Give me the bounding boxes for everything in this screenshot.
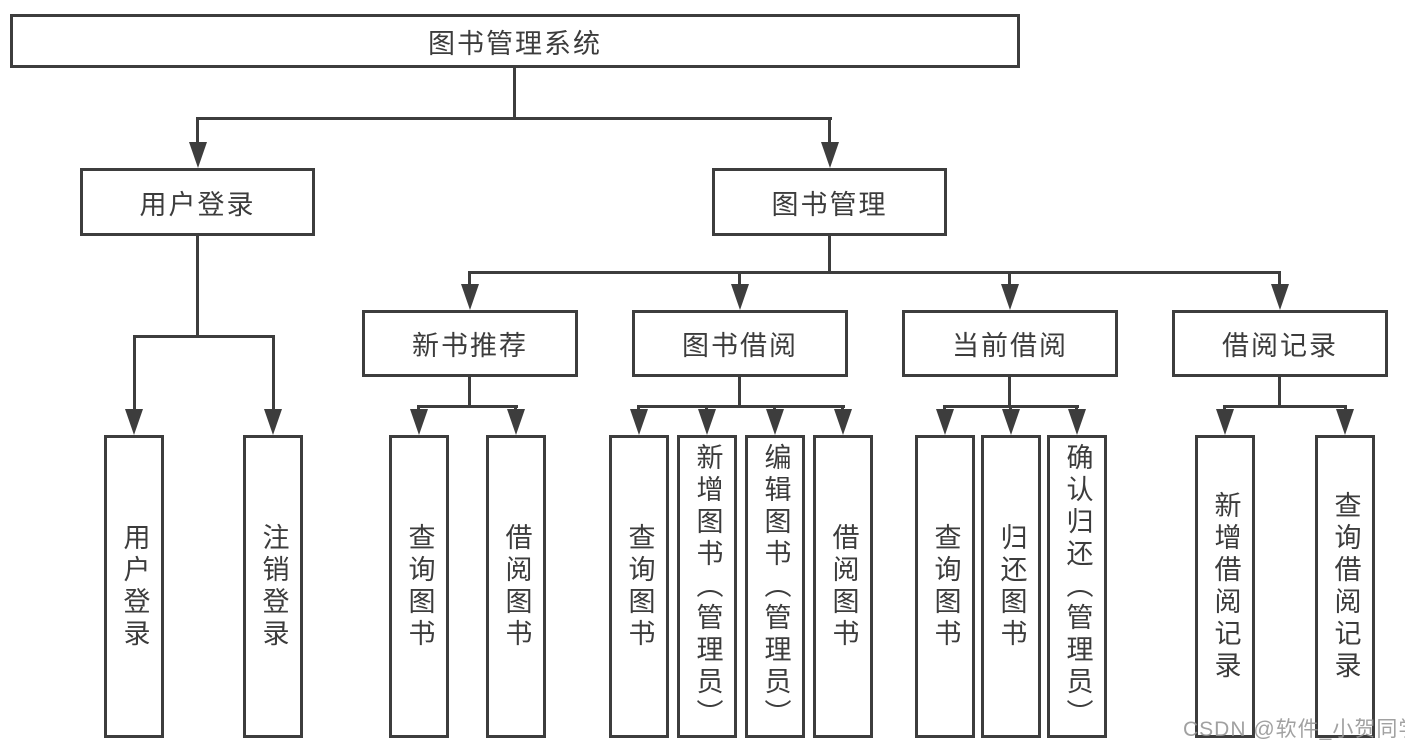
leaf-label: 新增图书（管理员） [692, 442, 723, 731]
leaf-label: 新增借阅记录 [1210, 490, 1241, 683]
connector-line [738, 271, 741, 286]
leaf-query-books-recommend: 查询图书 [389, 435, 449, 738]
leaf-edit-book-admin: 编辑图书（管理员） [745, 435, 805, 738]
connector-line [133, 335, 136, 411]
leaf-label: 借阅图书 [501, 522, 532, 651]
leaf-query-books-current: 查询图书 [915, 435, 975, 738]
node-new-book-recommendation: 新书推荐 [362, 310, 578, 377]
node-label: 图书借阅 [682, 331, 798, 361]
arrow-down [766, 409, 784, 435]
arrow-down [189, 142, 207, 168]
arrow-down [1336, 409, 1354, 435]
connector-line [1008, 377, 1011, 408]
arrow-down [461, 284, 479, 310]
node-label: 图书管理系统 [428, 28, 602, 59]
leaf-add-book-admin: 新增图书（管理员） [677, 435, 737, 738]
arrow-down [1002, 409, 1020, 435]
leaf-confirm-return-admin: 确认归还（管理员） [1047, 435, 1107, 738]
arrow-down [821, 142, 839, 168]
connector-line [1278, 271, 1281, 286]
node-label: 借阅记录 [1222, 331, 1338, 361]
leaf-query-books-borrowing: 查询图书 [609, 435, 669, 738]
arrow-down [1216, 409, 1234, 435]
arrow-down [1001, 284, 1019, 310]
connector-line [196, 117, 199, 144]
arrow-down [264, 409, 282, 435]
leaf-label: 查询借阅记录 [1330, 490, 1361, 683]
connector-line [468, 271, 471, 286]
node-label: 当前借阅 [952, 331, 1068, 361]
node-borrowing-records: 借阅记录 [1172, 310, 1388, 377]
leaf-label: 注销登录 [258, 522, 289, 651]
connector-line [738, 377, 741, 408]
leaf-label: 查询图书 [624, 522, 655, 651]
connector-line [1223, 405, 1347, 408]
connector-line [513, 68, 516, 117]
node-label: 图书管理 [771, 189, 888, 220]
connector-line [637, 405, 845, 408]
connector-line [468, 377, 471, 408]
arrow-down [507, 409, 525, 435]
connector-line [417, 405, 518, 408]
leaf-borrow-books-borrowing: 借阅图书 [813, 435, 873, 738]
arrow-down [410, 409, 428, 435]
node-current-borrowing: 当前借阅 [902, 310, 1118, 377]
leaf-label: 借阅图书 [828, 522, 859, 651]
connector-line [133, 335, 275, 338]
arrow-down [1068, 409, 1086, 435]
arrow-down [834, 409, 852, 435]
leaf-logout: 注销登录 [243, 435, 303, 738]
leaf-return-books: 归还图书 [981, 435, 1041, 738]
leaf-label: 编辑图书（管理员） [760, 442, 791, 731]
arrow-down [936, 409, 954, 435]
leaf-add-borrow-record: 新增借阅记录 [1195, 435, 1255, 738]
arrow-down [630, 409, 648, 435]
node-book-borrowing: 图书借阅 [632, 310, 848, 377]
arrow-down [731, 284, 749, 310]
node-book-management: 图书管理 [712, 168, 947, 236]
node-label: 新书推荐 [412, 331, 528, 361]
arrow-down [698, 409, 716, 435]
leaf-label: 归还图书 [996, 522, 1027, 651]
arrow-down [1271, 284, 1289, 310]
leaf-borrow-books-recommend: 借阅图书 [486, 435, 546, 738]
connector-line [272, 335, 275, 411]
leaf-query-borrow-record: 查询借阅记录 [1315, 435, 1375, 738]
connector-line [1278, 377, 1281, 408]
connector-line [468, 271, 1281, 274]
node-library-management-system: 图书管理系统 [10, 14, 1020, 68]
connector-line [196, 236, 199, 337]
watermark-text: CSDN @软件_小贺同学 [1183, 718, 1405, 741]
connector-line [828, 117, 831, 144]
leaf-label: 确认归还（管理员） [1062, 442, 1093, 731]
leaf-label: 用户登录 [119, 522, 150, 651]
leaf-user-login: 用户登录 [104, 435, 164, 738]
connector-line [196, 117, 832, 120]
node-label: 用户登录 [139, 189, 256, 220]
arrow-down [125, 409, 143, 435]
leaf-label: 查询图书 [404, 522, 435, 651]
node-user-login: 用户登录 [80, 168, 315, 236]
connector-line [828, 236, 831, 274]
leaf-label: 查询图书 [930, 522, 961, 651]
connector-line [1008, 271, 1011, 286]
